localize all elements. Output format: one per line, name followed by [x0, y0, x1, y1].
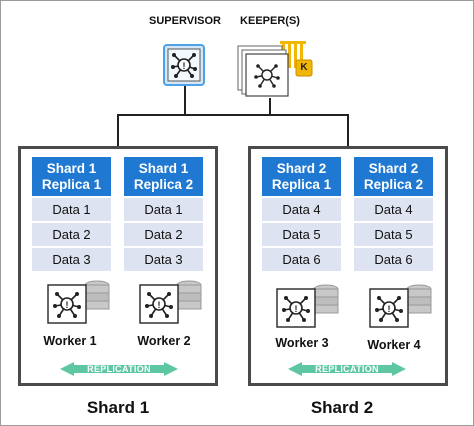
replica-header-line1: Shard 2 [368, 160, 419, 176]
replica-header: Shard 2 Replica 1 [262, 157, 341, 196]
replication-label: REPLICATION [315, 364, 379, 374]
replica-header: Shard 2 Replica 2 [354, 157, 433, 196]
shard-title: Shard 1 [86, 398, 150, 417]
worker-label: Worker 1 [43, 334, 97, 348]
worker-icon [46, 278, 110, 326]
keeper-stack-icon [237, 41, 313, 97]
replication-label: REPLICATION [87, 364, 151, 374]
data-cell: Data 6 [354, 248, 433, 271]
replica-header-line2: Replica 2 [363, 176, 424, 192]
replica-header-line2: Replica 1 [271, 176, 332, 192]
supervisor-label: SUPERVISOR [149, 15, 221, 27]
data-cell: Data 5 [354, 223, 433, 246]
replica-header-line1: Shard 1 [138, 160, 189, 176]
data-cell: Data 2 [124, 223, 203, 246]
replication-arrow: REPLICATION [288, 362, 406, 376]
replica-header-line2: Replica 2 [133, 176, 194, 192]
data-cell: Data 3 [124, 248, 203, 271]
worker-icon [275, 282, 339, 330]
data-cell: Data 3 [32, 248, 111, 271]
keeper-badge: K [300, 62, 308, 73]
worker-icon [138, 278, 202, 326]
replica-header-line1: Shard 1 [46, 160, 97, 176]
supervisor-node: ! [163, 44, 205, 86]
data-cell: Data 4 [354, 198, 433, 221]
data-cell: Data 5 [262, 223, 341, 246]
worker-label: Worker 3 [275, 336, 329, 350]
shard-title: Shard 2 [310, 398, 374, 417]
worker-icon [368, 282, 432, 330]
network-node-icon: ! [163, 44, 205, 86]
keepers-node: K [236, 40, 316, 98]
replica-header-line2: Replica 1 [41, 176, 102, 192]
data-cell: Data 4 [262, 198, 341, 221]
data-cell: Data 2 [32, 223, 111, 246]
replication-arrow: REPLICATION [60, 362, 178, 376]
replica-header: Shard 1 Replica 2 [124, 157, 203, 196]
worker-label: Worker 4 [367, 338, 421, 352]
data-cell: Data 1 [32, 198, 111, 221]
replica-header-line1: Shard 2 [276, 160, 327, 176]
replica-header: Shard 1 Replica 1 [32, 157, 111, 196]
data-cell: Data 6 [262, 248, 341, 271]
keepers-label: KEEPER(S) [240, 15, 300, 27]
data-cell: Data 1 [124, 198, 203, 221]
svg-text:!: ! [183, 61, 186, 71]
worker-label: Worker 2 [137, 334, 191, 348]
